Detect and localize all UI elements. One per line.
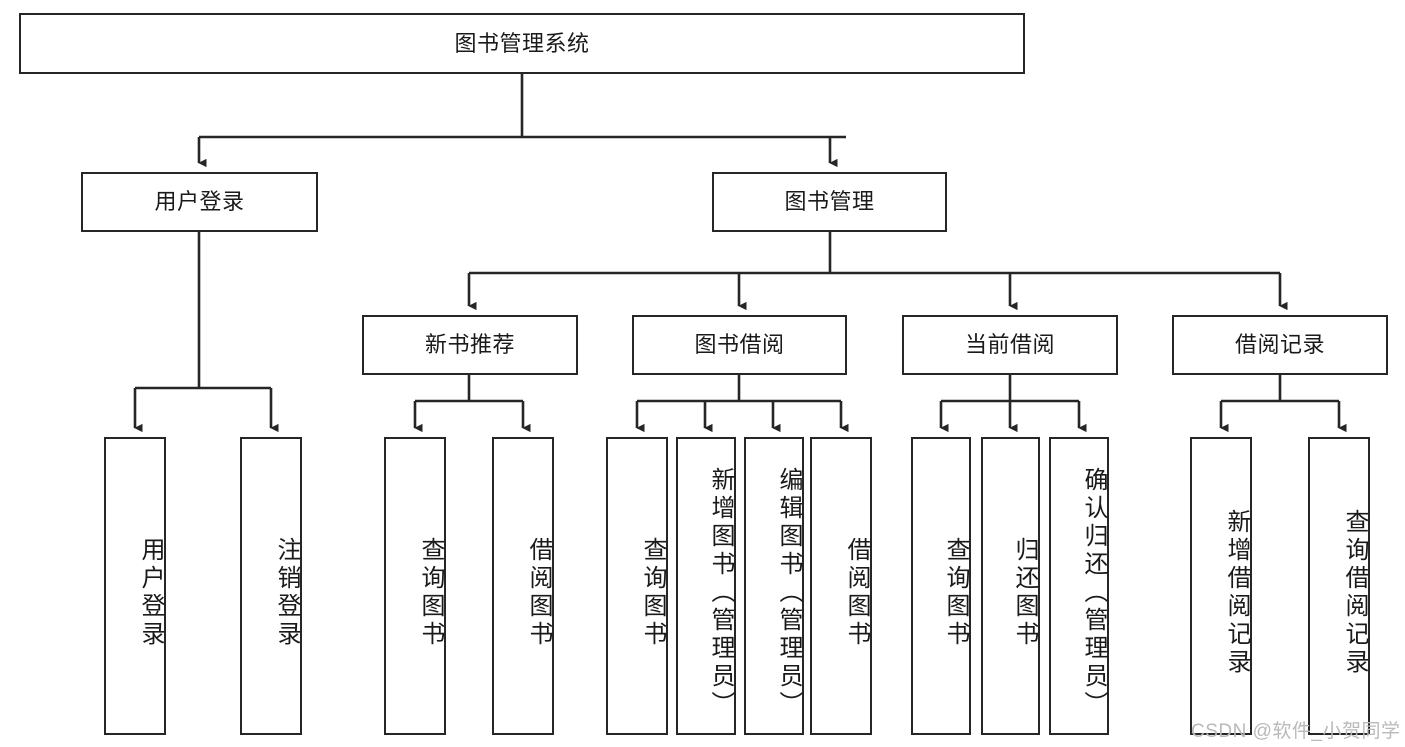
node-new-book-recommend[interactable]: 新书推荐: [362, 315, 578, 375]
leaf-current-return-book[interactable]: 归还图书: [981, 437, 1040, 735]
node-label: 新书推荐: [424, 332, 515, 358]
node-label: 图书管理系统: [454, 30, 590, 56]
node-label: 借阅图书: [525, 537, 552, 649]
node-label: 借阅图书: [843, 537, 870, 649]
leaf-borrow-borrow-book[interactable]: 借阅图书: [810, 437, 872, 735]
node-current-borrow[interactable]: 当前借阅: [902, 315, 1118, 375]
node-label: 新增图书（管理员）: [707, 467, 734, 719]
node-label: 图书管理: [784, 189, 875, 215]
leaf-user-login-login[interactable]: 用户登录: [104, 437, 166, 735]
node-borrow-record[interactable]: 借阅记录: [1172, 315, 1388, 375]
leaf-new-book-query[interactable]: 查询图书: [384, 437, 446, 735]
leaf-current-confirm-return-admin[interactable]: 确认归还（管理员）: [1049, 437, 1109, 735]
node-user-login[interactable]: 用户登录: [81, 172, 318, 232]
leaf-current-query-book[interactable]: 查询图书: [911, 437, 971, 735]
node-label: 图书借阅: [694, 332, 785, 358]
node-label: 借阅记录: [1234, 332, 1325, 358]
leaf-borrow-add-book-admin[interactable]: 新增图书（管理员）: [676, 437, 736, 735]
node-label: 新增借阅记录: [1223, 509, 1250, 677]
leaf-new-book-borrow[interactable]: 借阅图书: [492, 437, 554, 735]
node-label: 编辑图书（管理员）: [775, 467, 802, 719]
leaf-user-login-logout[interactable]: 注销登录: [240, 437, 302, 735]
node-book-borrow[interactable]: 图书借阅: [632, 315, 847, 375]
node-label: 用户登录: [137, 537, 164, 649]
node-label: 确认归还（管理员）: [1080, 467, 1107, 719]
node-label: 查询借阅记录: [1341, 509, 1368, 677]
node-label: 当前借阅: [964, 332, 1055, 358]
node-label: 归还图书: [1011, 537, 1038, 649]
leaf-record-add-record[interactable]: 新增借阅记录: [1190, 437, 1252, 735]
leaf-record-query-record[interactable]: 查询借阅记录: [1308, 437, 1370, 735]
node-label: 用户登录: [154, 189, 245, 215]
leaf-borrow-query-book[interactable]: 查询图书: [606, 437, 668, 735]
node-label: 注销登录: [273, 537, 300, 649]
leaf-borrow-edit-book-admin[interactable]: 编辑图书（管理员）: [744, 437, 804, 735]
node-book-management[interactable]: 图书管理: [712, 172, 947, 232]
node-label: 查询图书: [417, 537, 444, 649]
node-label: 查询图书: [942, 537, 969, 649]
node-root-book-management-system[interactable]: 图书管理系统: [19, 13, 1025, 74]
node-label: 查询图书: [639, 537, 666, 649]
csdn-watermark: CSDN @软件_小贺同学: [1191, 721, 1401, 742]
